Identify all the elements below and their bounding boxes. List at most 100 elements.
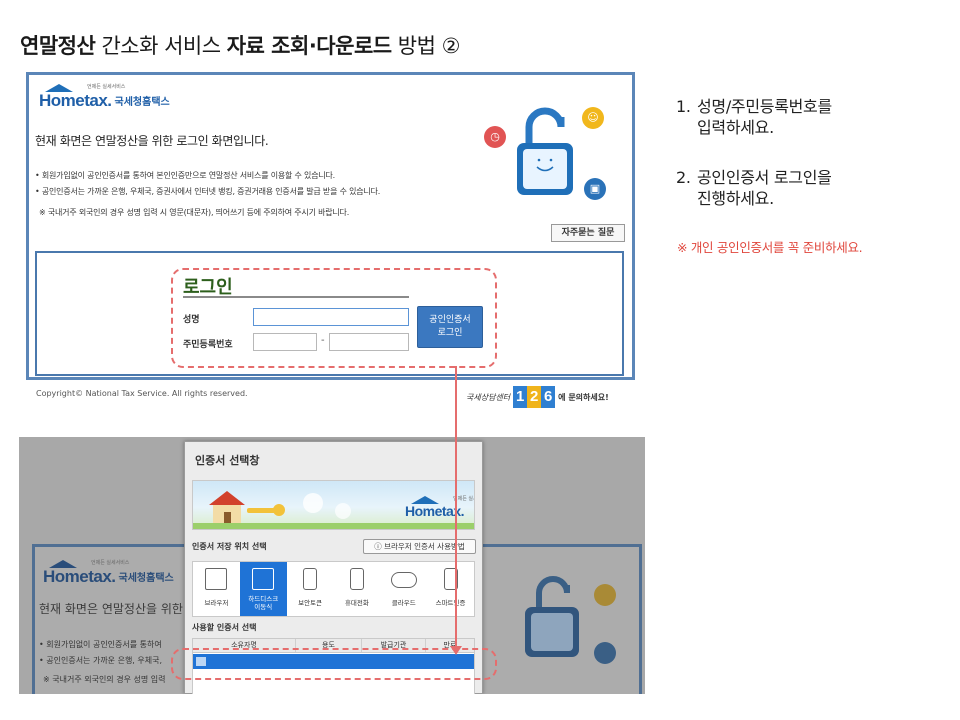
dimmed-logo-brand-ko: 국세청홈택스 [118,573,174,584]
rrn-front-input[interactable] [253,333,317,351]
dimmed-bullet-2: • 공인인증서는 가까운 은행, 우체국, [39,656,163,665]
storage-option-mobile[interactable]: 휴대전화 [333,562,380,616]
rrn-label: 주민등록번호 [183,340,233,350]
step-2-number: 2. [676,168,691,187]
logo-slogan: 언제든 실세서비스 [87,84,126,90]
cert-list-label: 사용할 인증서 선택 [192,623,257,632]
browser-cert-guide-button[interactable]: ⓘ 브라우저 인증서 사용방법 [363,539,476,554]
slide-title: 연말정산 간소화 서비스 자료 조회·다운로드 방법 ② [20,30,460,60]
info-bullet-2: • 공인인증서는 가까운 은행, 우체국, 증권사에서 인터넷 뱅킹, 증권거래… [35,187,381,196]
callcenter-suffix: 에 문의하세요! [558,392,609,402]
clock-icon: ◷ [484,126,506,148]
callcenter-digit-2: 2 [527,386,542,408]
smart-auth-icon [443,568,458,590]
house-roof-icon [45,84,73,92]
storage-option-cloud[interactable]: 클라우드 [380,562,427,616]
dimmed-logo-brand: Hometax. [43,567,116,586]
storage-label-smart: 스마트인증 [435,599,466,607]
column-issuer: 발급기관 [362,639,426,652]
title-part-bold-2: 자료 조회·다운로드 [226,34,392,58]
logo-brand: Hometax. [39,91,112,110]
logo-brand-ko: 국세청홈택스 [114,97,170,108]
step-1-number: 1. [676,97,691,116]
dialog-title: 인증서 선택창 [195,454,260,467]
storage-label-cloud: 클라우드 [391,599,416,607]
step-1: 1. 성명/주민등록번호를 입력하세요. [676,96,832,138]
hometax-logo: 언제든 실세서비스 Hometax. 국세청홈택스 [39,84,170,111]
title-part-normal-1: 간소화 서비스 [95,34,227,58]
copyright-text: Copyright© National Tax Service. All rig… [36,389,248,398]
storage-label-mobile: 휴대전화 [344,599,369,607]
dimmed-hometax-logo: 언제든 실세서비스 Hometax. 국세청홈택스 [43,560,174,587]
storage-location-label: 인증서 저장 위치 선택 [192,542,267,551]
step-1-line-2: 입력하세요. [697,118,774,137]
title-part-bold-1: 연말정산 [20,34,96,58]
dimmed-bullet-1: • 회원가입없이 공인인증서를 통하여 [39,640,162,649]
storage-option-smart[interactable]: 스마트인증 [427,562,474,616]
cert-login-label-2: 로그인 [437,328,463,338]
login-title: 로그인 [183,277,233,298]
dialog-logo-brand: Hometax. [405,503,465,519]
padlock-icon [517,107,573,195]
column-owner: 소유자명 [193,639,296,652]
name-label: 성명 [183,315,200,325]
rrn-back-input[interactable] [329,333,409,351]
padlock-illustration [477,97,617,207]
cert-login-label-1: 공인인증서 [429,315,471,325]
storage-label-token: 보안토큰 [298,599,323,607]
login-divider [183,296,409,298]
cert-login-button[interactable]: 공인인증서 로그인 [417,306,483,348]
callcenter-digit-3: 6 [541,386,556,408]
title-part-normal-2: 방법 ② [391,34,461,58]
callcenter-number: 1 2 6 [513,386,556,408]
connector-arrowhead [450,646,462,655]
faq-button[interactable]: 자주묻는 질문 [551,224,625,242]
column-expiry: 만료 [443,641,457,649]
connector-line [455,366,457,649]
highlight-cert-row [171,648,497,680]
dialog-logo-slogan: 언제든 실세서비스 [453,496,474,502]
browser-icon [205,568,228,590]
dialog-banner: 언제든 실세서비스 Hometax. [192,480,475,530]
storage-option-harddisk[interactable]: 하드디스크 이동식 [239,562,287,616]
mobile-phone-icon [349,568,364,590]
rrn-separator: - [321,335,325,346]
dimmed-house-roof-icon [49,560,77,568]
storage-location-options: 브라우저 하드디스크 이동식 보안토큰 휴대전화 클라우드 스마트인증 [192,561,475,617]
guide-button-label: 브라우저 인증서 사용방법 [384,542,465,551]
step-1-line-1: 성명/주민등록번호를 [697,97,832,116]
dimmed-logo-slogan: 언제든 실세서비스 [91,560,130,566]
storage-label-harddisk: 하드디스크 이동식 [248,595,279,611]
cloud-icon [390,572,417,588]
house-key-illustration [193,491,474,529]
dimmed-heading: 현재 화면은 연말정산을 위한 로 [39,602,198,616]
hometax-login-screenshot: 언제든 실세서비스 Hometax. 국세청홈택스 현재 화면은 연말정산을 위… [26,72,635,380]
callcenter-prefix: 국세상담센터 [466,392,511,402]
highlight-login-area [171,268,497,368]
dialog-house-roof-icon [411,496,439,504]
storage-option-browser[interactable]: 브라우저 [193,562,240,616]
dimmed-bullet-3: ※ 국내거주 외국인의 경우 성명 입력 [43,675,166,684]
harddisk-icon [252,568,275,590]
step-2-line-2: 진행하세요. [697,189,774,208]
info-note-foreigner: ※ 국내거주 외국인의 경우 성명 입력 시 영문(대문자), 띄어쓰기 등에 … [39,208,350,217]
column-purpose: 용도 [296,639,362,652]
login-page-heading: 현재 화면은 연말정산을 위한 로그인 화면입니다. [35,134,269,148]
cert-preparation-note: ※ 개인 공인인증서를 꼭 준비하세요. [677,240,863,255]
storage-option-token[interactable]: 보안토큰 [287,562,334,616]
small-lock-icon: ▣ [584,178,606,200]
name-input[interactable] [253,308,409,326]
selected-cert-row[interactable] [193,654,474,669]
step-2: 2. 공인인증서 로그인을 진행하세요. [676,167,832,209]
step-2-line-1: 공인인증서 로그인을 [697,168,832,187]
security-token-icon [303,568,318,590]
login-panel: 로그인 성명 주민등록번호 - 공인인증서 로그인 [35,251,624,376]
dialog-hometax-logo: 언제든 실세서비스 Hometax. [405,496,474,519]
storage-label-browser: 브라우저 [204,599,229,607]
callcenter-banner: 국세상담센터 1 2 6 에 문의하세요! [466,386,609,408]
user-icon: ☺ [582,107,604,129]
info-bullet-1: • 회원가입없이 공인인증서를 통하여 본인인증만으로 연말정산 서비스를 이용… [35,171,336,180]
callcenter-digit-1: 1 [513,386,528,408]
cert-type-icon [196,657,206,666]
dimmed-padlock-icon [525,576,616,664]
